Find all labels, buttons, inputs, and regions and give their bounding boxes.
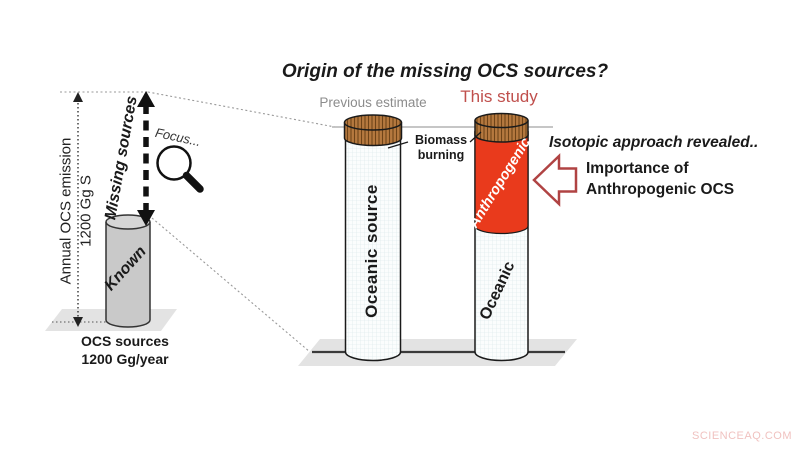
callout-body-line1: Importance of (586, 160, 689, 177)
previous-cylinder-cap (343, 114, 403, 147)
ocs-sources-label-line2: 1200 Gg/year (81, 351, 169, 368)
biomass-pointer-left (387, 141, 409, 149)
callout-arrow-icon (532, 153, 578, 207)
study-cylinder-cap (474, 112, 529, 143)
magnifier-icon (156, 145, 204, 193)
known-cylinder-top (105, 214, 151, 230)
axis-label-line1: Annual OCS emission (57, 137, 75, 285)
axis-label: Annual OCS emission 1200 Gg S (57, 138, 96, 285)
zoom-guide-line-top (147, 91, 336, 128)
callout-body: Importance of Anthropogenic OCS (586, 158, 734, 200)
previous-estimate-label: Previous estimate (319, 95, 427, 110)
watermark: SCIENCEAQ.COM (691, 430, 793, 442)
missing-range-arrow-bottom-icon (137, 210, 155, 226)
missing-range-arrow-top-icon (137, 91, 155, 107)
biomass-burning-label-line2: burning (417, 148, 465, 162)
callout-heading: Isotopic approach revealed.. (549, 134, 759, 151)
biomass-burning-label-line1: Biomass (414, 133, 468, 147)
study-cylinder-red-section (474, 132, 529, 235)
ocs-sources-label: OCS sources 1200 Gg/year (81, 332, 169, 368)
axis-arrow-bottom-icon (73, 317, 83, 327)
oceanic-source-label: Oceanic source (362, 184, 381, 318)
previous-cylinder-body (344, 133, 402, 362)
axis-arrow-top-icon (73, 92, 83, 102)
ocs-sources-label-line1: OCS sources (81, 333, 169, 349)
biomass-pointer-right (469, 131, 482, 143)
callout-body-line2: Anthropogenic OCS (586, 181, 735, 198)
this-study-label: This study (460, 87, 538, 106)
zoom-guide-line-bottom (151, 217, 311, 353)
known-cylinder-body (105, 222, 151, 328)
axis-label-line2: 1200 Gg S (77, 175, 94, 247)
diagram-title: Origin of the missing OCS sources? (281, 61, 609, 82)
biomass-burning-label: Biomass burning (415, 133, 467, 163)
